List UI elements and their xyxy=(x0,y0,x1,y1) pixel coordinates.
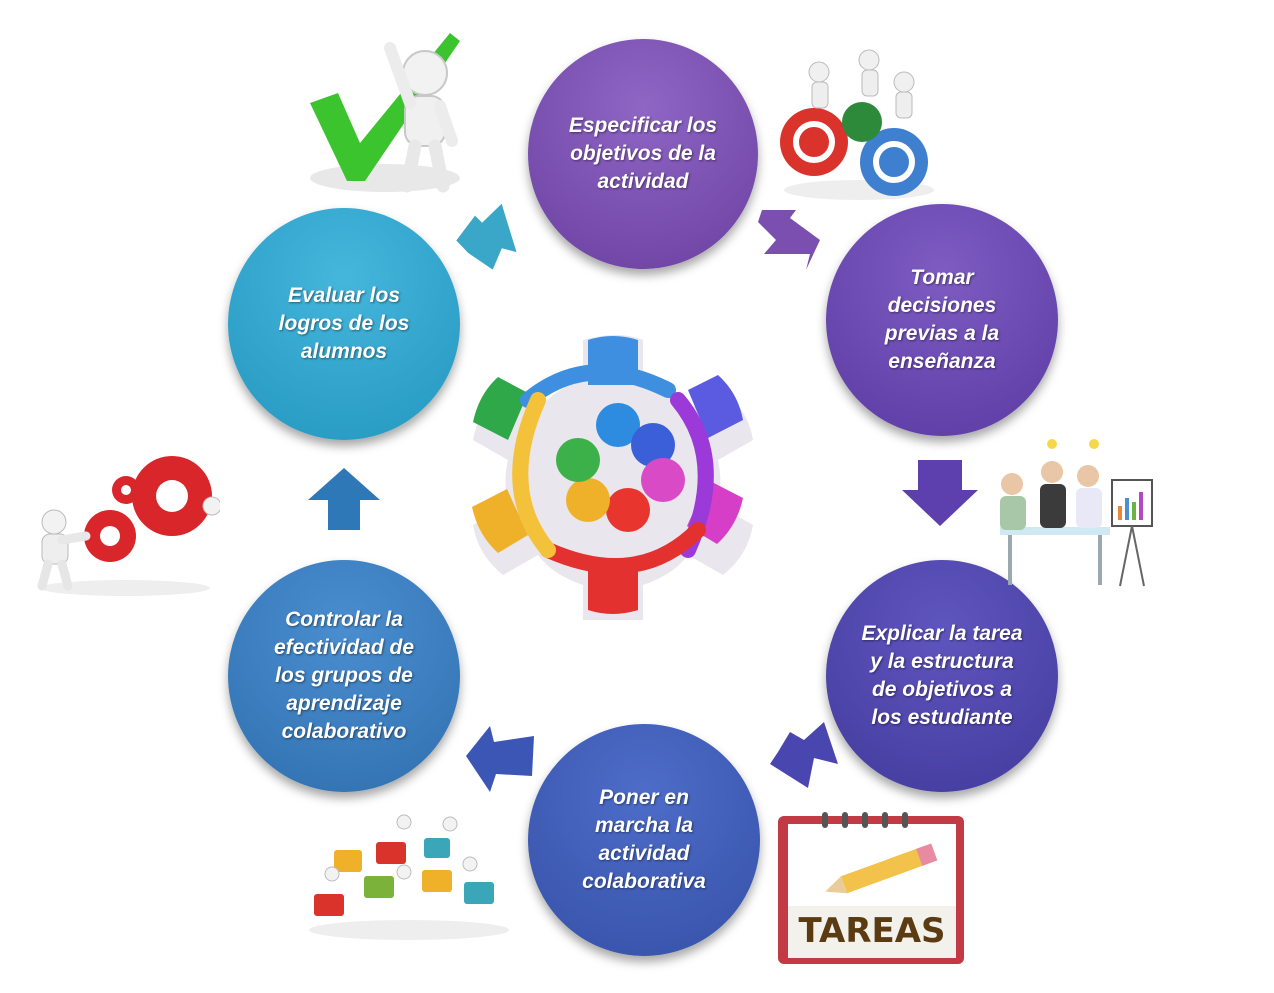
step-label: Explicar la tarea y la estructura de obj… xyxy=(861,622,1023,729)
step-label: Poner en marcha la actividad colaborativ… xyxy=(582,786,706,893)
arrow-icon xyxy=(902,460,978,526)
arrow-icon xyxy=(466,726,534,792)
step-label: Controlar la efectividad de los grupos d… xyxy=(273,608,415,743)
step-explain-task: Explicar la tarea y la estructura de obj… xyxy=(826,560,1058,792)
arrow-icon xyxy=(758,210,820,270)
step-evaluate-achievements: Evaluar los logros de los alumnos xyxy=(228,208,460,440)
puzzle-team-icon xyxy=(309,814,509,940)
teamwork-circle-icon xyxy=(472,335,753,620)
arrow-icon xyxy=(456,203,517,270)
arrow-icon xyxy=(308,468,380,530)
step-label: Tomar decisiones previas a la enseñanza xyxy=(884,266,1000,373)
step-start-activity: Poner en marcha la actividad colaborativ… xyxy=(528,724,760,956)
step-specify-objectives: Especificar los objetivos de la activida… xyxy=(528,39,758,269)
checkmark-figure-icon xyxy=(310,33,460,193)
meeting-presentation-icon xyxy=(1000,439,1153,587)
tasks-notepad-icon: TAREAS xyxy=(778,812,964,964)
step-prior-decisions: Tomar decisiones previas a la enseñanza xyxy=(826,204,1058,436)
gears-figure-icon xyxy=(37,456,220,596)
step-label: Especificar los objetivos de la activida… xyxy=(568,114,718,193)
arrow-icon xyxy=(770,722,838,788)
email-team-icon xyxy=(780,49,934,200)
step-control-effectiveness: Controlar la efectividad de los grupos d… xyxy=(228,560,460,792)
step-label: Evaluar los logros de los alumnos xyxy=(278,284,410,363)
tasks-sign-label: TAREAS xyxy=(798,911,945,951)
